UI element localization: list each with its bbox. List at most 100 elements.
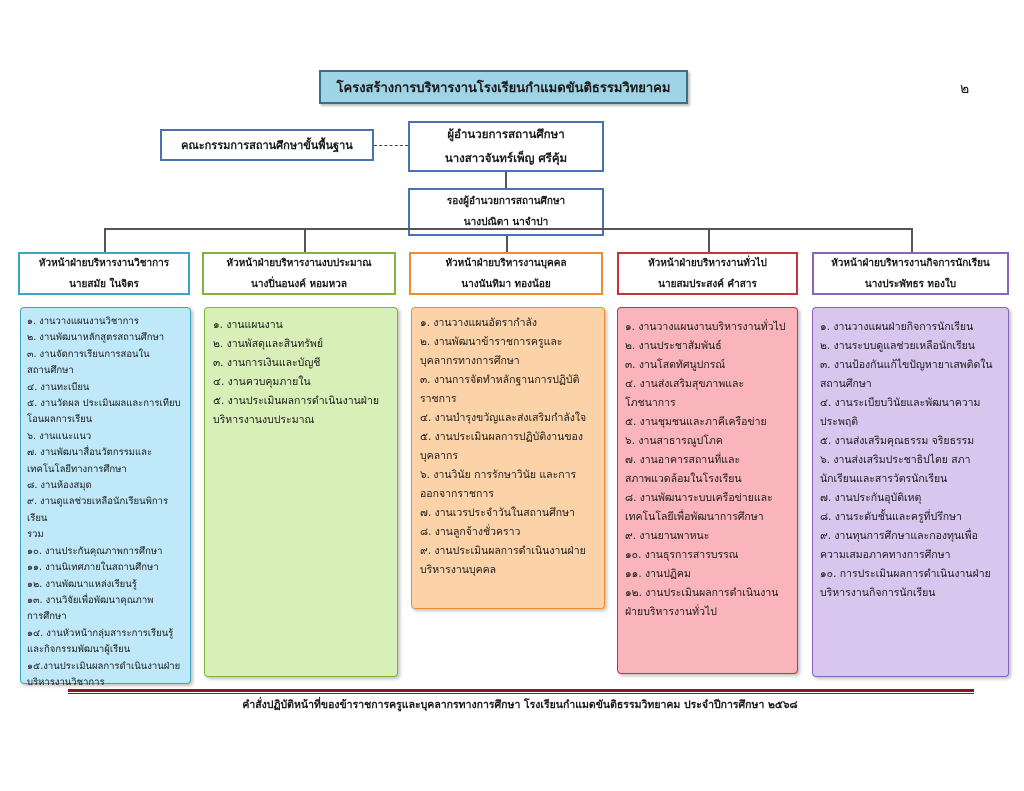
task-item: และกิจกรรมพัฒนาผู้เรียน: [27, 644, 131, 656]
task-item: ๕. งานส่งเสริมคุณธรรม จริยธรรม: [820, 435, 975, 447]
task-item: ความเสมอภาคทางการศึกษา: [820, 549, 951, 561]
task-item: ออกจากราชการ: [420, 488, 494, 500]
task-item: ๕. งานชุมชนและภาคีเครือข่าย: [625, 416, 767, 428]
dept-head-personnel: หัวหน้าฝ่ายบริหารงานบุคคล นางนันทิมา ทอง…: [409, 252, 603, 295]
task-item: ๔. งานบำรุงขวัญและส่งเสริมกำลังใจ: [420, 412, 587, 424]
task-item: ๑. งานวางแผนอัตรากำลัง: [420, 317, 538, 329]
branch-drop-2: [304, 228, 306, 252]
dept-tasks-personnel: ๑. งานวางแผนอัตรากำลัง ๒. งานพัฒนาข้าราช…: [411, 307, 605, 609]
dept-head-role: หัวหน้าฝ่ายบริหารงานบุคคล: [445, 257, 567, 269]
task-item: นักเรียนและสารวัตรนักเรียน: [820, 473, 948, 485]
task-item: ฝ่ายบริหารงานทั่วไป: [625, 606, 717, 618]
dept-head-name: นางปิ่นอนงค์ หอมหวล: [251, 278, 347, 290]
task-item: ๘. งานลูกจ้างชั่วคราว: [420, 526, 521, 538]
dept-head-role: หัวหน้าฝ่ายบริหารงานวิชาการ: [38, 257, 170, 269]
task-item: ๙. งานทุนการศึกษาและกองทุนเพื่อ: [820, 530, 978, 542]
task-item: ๕. งานประเมินผลการดำเนินงานฝ่าย: [213, 395, 379, 407]
dept-head-student-affairs: หัวหน้าฝ่ายบริหารงานกิจการนักเรียน นางปร…: [812, 252, 1009, 295]
task-item: โอนผลการเรียน: [27, 414, 93, 426]
deputy-role: รองผู้อำนวยการสถานศึกษา: [446, 196, 566, 207]
dept-head-academic: หัวหน้าฝ่ายบริหารงานวิชาการ นายสมัย ในจิ…: [18, 252, 190, 295]
task-item: ๑๑. งานปฏิคม: [625, 568, 691, 580]
dept-head-role: หัวหน้าฝ่ายบริหารงานกิจการนักเรียน: [831, 257, 990, 269]
chart-title: โครงสร้างการบริหารงานโรงเรียนกำแมดขันติธ…: [319, 70, 688, 104]
task-item: สถานศึกษา: [820, 378, 872, 390]
task-item: บุคลากร: [420, 450, 459, 462]
task-item: สภาพแวดล้อมในโรงเรียน: [625, 473, 742, 485]
task-item: เทคโนโลยีเพื่อพัฒนาการศึกษา: [625, 511, 764, 523]
task-item: ๔. งานควบคุมภายใน: [213, 376, 311, 388]
dept-tasks-budget: ๑. งานแผนงาน ๒. งานพัสดุและสินทรัพย์ ๓. …: [204, 307, 398, 677]
task-item: ๓. งานจัดการเรียนการสอนใน: [27, 348, 150, 360]
dept-head-role: หัวหน้าฝ่ายบริหารงานทั่วไป: [648, 257, 767, 269]
task-item: ๑๐. งานธุรการสารบรรณ: [625, 549, 739, 561]
page-number: ๒: [960, 81, 970, 97]
task-item: ๑. งานวางแผนงานวิชาการ: [27, 316, 139, 327]
dept-head-name: นายสมประสงค์ คำสาร: [658, 278, 757, 290]
task-item: ๓. งานการจัดทำหลักฐานการปฏิบัติ: [420, 374, 580, 386]
task-item: ๓. งานป้องกันแก้ไขปัญหายาเสพติดใน: [820, 359, 993, 371]
task-item: ๒. งานประชาสัมพันธ์: [625, 340, 722, 352]
dept-tasks-academic: ๑. งานวางแผนงานวิชาการ ๒. งานพัฒนาหลักสู…: [20, 307, 191, 688]
task-item: ประพฤติ: [820, 416, 859, 428]
dept-head-name: นายสมัย ในจิตร: [69, 278, 139, 290]
task-item: ๓. งานโสตทัศนูปกรณ์: [625, 359, 726, 371]
dept-head-name: นางนันทิมา ทองน้อย: [461, 278, 551, 290]
branch-drop-1: [104, 228, 106, 252]
branch-drop-3: [506, 236, 508, 252]
dept-tasks-student-affairs: ๑. งานวางแผนฝ่ายกิจการนักเรียน ๒. งานระบ…: [812, 307, 1009, 677]
deputy-name: นางปณิตา นาจำปา: [463, 217, 549, 228]
branch-connector: [104, 228, 912, 230]
task-item: ๘. งานห้องสมุด: [27, 480, 92, 492]
task-item: บุคลากรทางการศึกษา: [420, 355, 520, 367]
footer-text: คำสั่งปฏิบัติหน้าที่ของข้าราชการครูและบุ…: [242, 699, 798, 711]
dept-tasks-general: ๑. งานวางแผนงานบริหารงานทั่วไป ๒. งานประ…: [617, 307, 798, 674]
branch-drop-4: [708, 228, 710, 252]
committee-box: คณะกรรมการสถานศึกษาขั้นพื้นฐาน: [160, 129, 374, 161]
footer-rule-thin: [68, 693, 974, 694]
task-item: ๑. งานวางแผนฝ่ายกิจการนักเรียน: [820, 321, 974, 333]
task-item: รวม: [27, 529, 44, 541]
task-item: ๓. งานการเงินและบัญชี: [213, 357, 321, 369]
task-item: ๙. งานประเมินผลการดำเนินงานฝ่าย: [420, 545, 586, 557]
task-item: ๗. งานอาคารสถานที่และ: [625, 454, 741, 466]
director-role: ผู้อำนวยการสถานศึกษา: [447, 126, 565, 141]
task-item: ๒. งานพัสดุและสินทรัพย์: [213, 338, 324, 350]
dept-head-role: หัวหน้าฝ่ายบริหารงานงบประมาณ: [226, 257, 372, 269]
task-item: บริหารงานกิจการนักเรียน: [820, 587, 936, 599]
task-item: ๗. งานเวรประจำวันในสถานศึกษา: [420, 507, 575, 519]
dept-head-name: นางประพัทธร ทองใบ: [864, 278, 957, 290]
task-item: ๖. งานแนะแนว: [27, 430, 92, 442]
task-item: ๙. งานยานพาหนะ: [625, 530, 710, 542]
task-item: ๒. งานพัฒนาข้าราชการครูและ: [420, 336, 563, 348]
committee-label: คณะกรรมการสถานศึกษาขั้นพื้นฐาน: [181, 139, 353, 152]
director-connector: [505, 172, 507, 188]
task-item: ๘. งานระดับชั้นและครูที่ปรึกษา: [820, 511, 962, 523]
task-item: ๕. งานวัดผล ประเมินผลและการเทียบ: [27, 398, 181, 410]
task-item: สถานศึกษา: [27, 365, 74, 377]
task-item: ๙. งานดูแลช่วยเหลือนักเรียนพิการเรียน: [27, 496, 169, 524]
task-item: ๑๕.งานประเมินผลการดำเนินงานฝ่าย: [27, 660, 181, 672]
task-item: เทคโนโลยีทางการศึกษา: [27, 463, 127, 475]
director-box: ผู้อำนวยการสถานศึกษา นางสาวจันทร์เพ็ญ ศร…: [408, 121, 604, 172]
task-item: บริหารงานบุคคล: [420, 564, 497, 576]
branch-drop-5: [911, 228, 913, 252]
task-item: ๖. งานสาธารณูปโภค: [625, 435, 723, 447]
task-item: ๑๐. การประเมินผลการดำเนินงานฝ่าย: [820, 568, 991, 580]
task-item: ๔. งานระเบียบวินัยและพัฒนาความ: [820, 397, 981, 409]
committee-connector: [374, 145, 408, 146]
dept-head-budget: หัวหน้าฝ่ายบริหารงานงบประมาณ นางปิ่นอนงค…: [202, 252, 396, 295]
task-item: ๒. งานระบบดูแลช่วยเหลือนักเรียน: [820, 340, 975, 352]
task-item: ๑๐. งานประกันคุณภาพการศึกษา: [27, 545, 163, 557]
task-item: ๒. งานพัฒนาหลักสูตรสถานศึกษา: [27, 332, 165, 344]
dept-head-general: หัวหน้าฝ่ายบริหารงานทั่วไป นายสมประสงค์ …: [617, 252, 798, 295]
task-item: ๑. งานวางแผนงานบริหารงานทั่วไป: [625, 321, 786, 333]
task-item: ๖. งานส่งเสริมประชาธิปไตย สภา: [820, 454, 971, 466]
task-item: ๑๑. งานนิเทศภายในสถานศึกษา: [27, 562, 159, 574]
task-item: ๔. งานส่งเสริมสุขภาพและ: [625, 378, 745, 390]
task-item: ๑๔. งานหัวหน้ากลุ่มสาระการเรียนรู้: [27, 627, 174, 639]
director-name: นางสาวจันทร์เพ็ญ ศรีคุ้ม: [444, 150, 568, 165]
task-item: บริหารงานงบประมาณ: [213, 414, 315, 426]
footer-rule: [68, 689, 974, 692]
task-item: โภชนาการ: [625, 397, 676, 409]
